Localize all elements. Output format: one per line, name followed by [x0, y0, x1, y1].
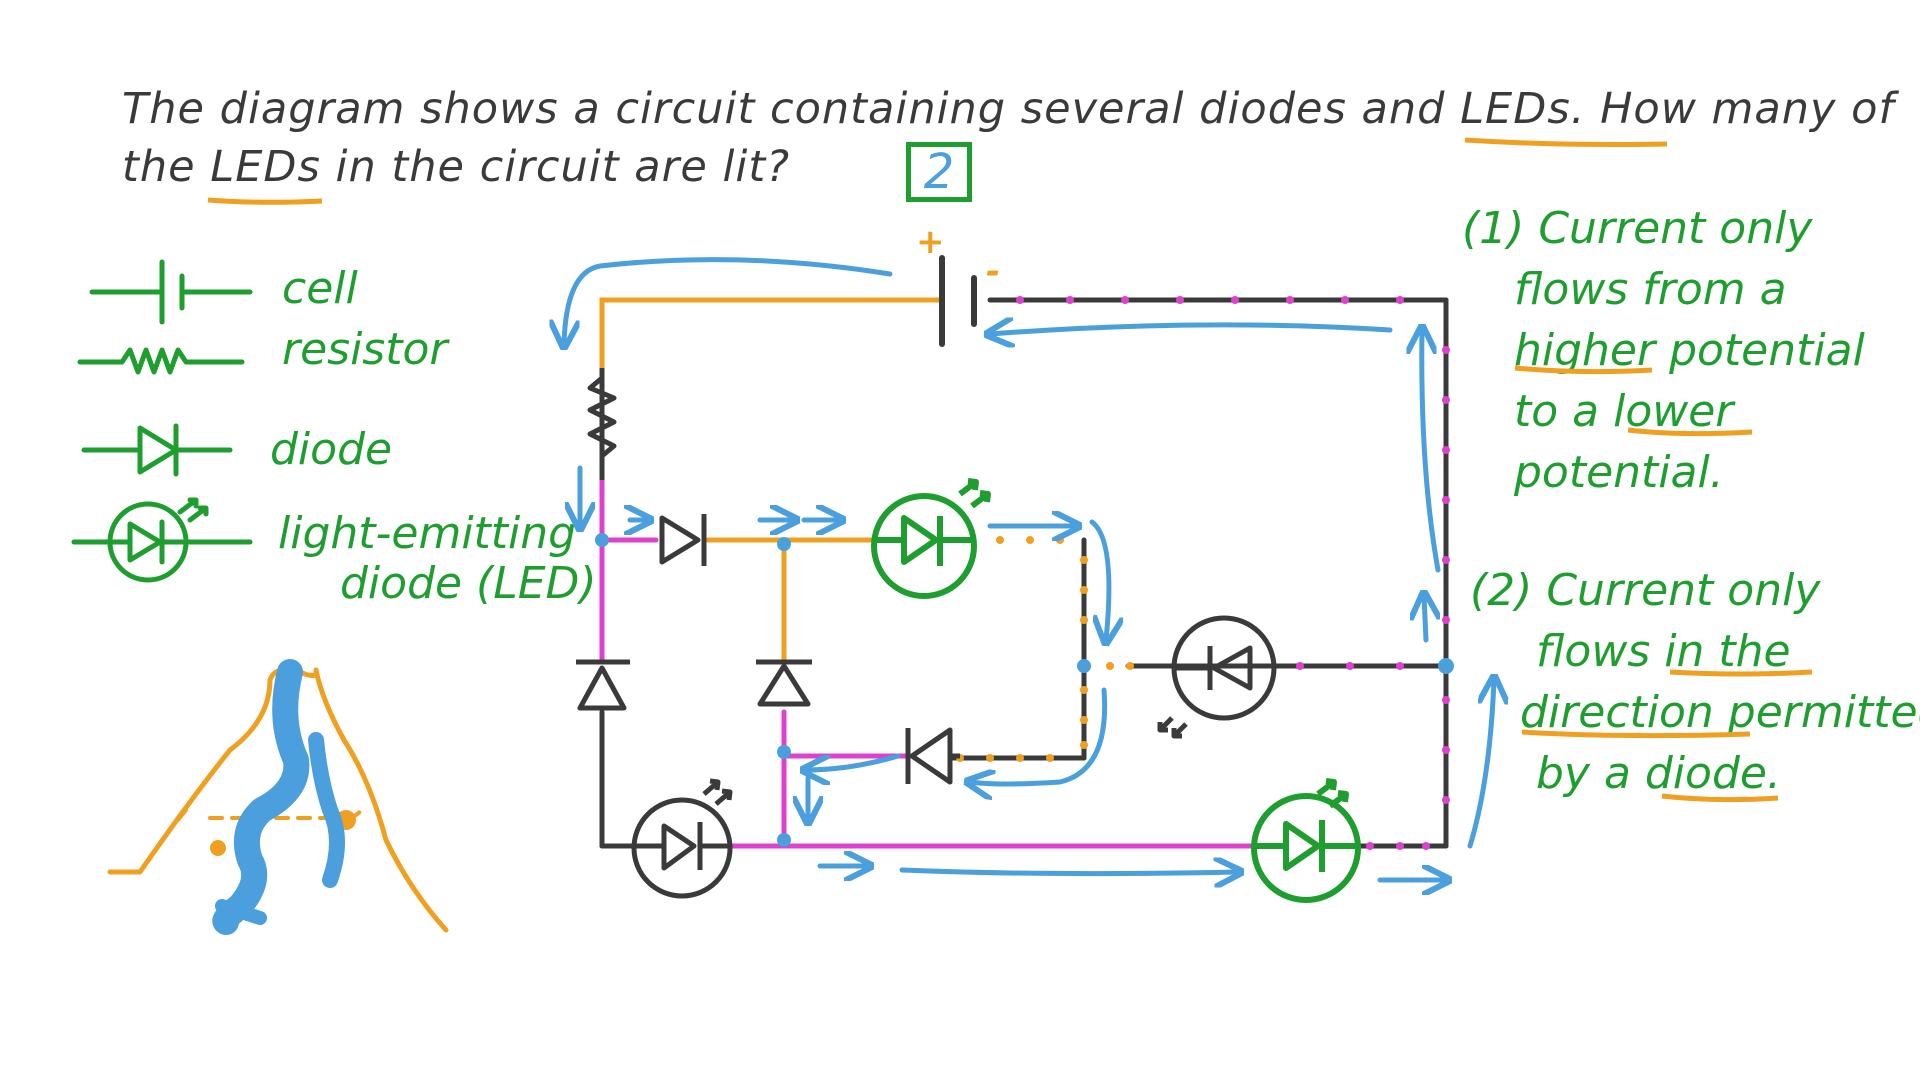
- high-potential-wires: [599, 297, 941, 665]
- answer-box: 2: [906, 142, 972, 202]
- note-2-line-1: (2) Current only: [1470, 565, 1821, 616]
- underline-lower: [1627, 427, 1753, 437]
- note-1-line-3: higher potential: [1514, 325, 1865, 376]
- led-top-lit: [871, 478, 991, 599]
- legend-label-resistor: resistor: [282, 324, 448, 375]
- battery-minus-label: -: [986, 252, 1001, 292]
- note-1-line-5: potential.: [1514, 447, 1724, 498]
- wire-dots: [956, 296, 1450, 850]
- note-1-line-4: to a lower: [1514, 386, 1734, 437]
- legend-label-diode: diode: [270, 424, 393, 475]
- resistor: [587, 368, 617, 480]
- underline-diode: [1661, 793, 1779, 803]
- note-1-line-2: flows from a: [1514, 264, 1787, 315]
- potential-mountain-sketch: [107, 659, 449, 935]
- underline-how-many: [1464, 137, 1668, 147]
- legend-resistor-symbol: [77, 347, 245, 375]
- battery: [939, 255, 977, 347]
- legend-label-led-1: light-emitting: [278, 508, 577, 559]
- underline-higher: [1514, 365, 1653, 375]
- underline-direction: [1521, 729, 1751, 739]
- led-bottom-left-unlit: [631, 778, 733, 899]
- diode-top: [659, 514, 707, 566]
- diode-left-vertical: [576, 659, 630, 711]
- current-flow-arrows: [564, 257, 1494, 880]
- legend-label-cell: cell: [282, 263, 358, 314]
- diode-middle-reverse: [905, 727, 960, 785]
- underline-leds: [207, 197, 323, 205]
- note-2-line-3: direction permitted: [1520, 687, 1920, 738]
- circuit-wires: [599, 297, 1449, 849]
- underline-in-the: [1669, 669, 1813, 677]
- legend-label-led-2: diode (LED): [340, 558, 597, 609]
- question-line-1: The diagram shows a circuit containing s…: [122, 84, 1895, 134]
- led-bottom-right-lit: [1251, 778, 1361, 903]
- led-middle-right-unlit: [1157, 615, 1277, 739]
- legend-led-symbol: [71, 497, 253, 583]
- note-2-line-4: by a diode.: [1536, 748, 1781, 799]
- question-line-2: the LEDs in the circuit are lit?: [122, 142, 791, 192]
- battery-plus-label: +: [916, 222, 945, 262]
- legend-cell-symbol: [89, 259, 253, 325]
- note-2: (2) Current only flows in the direction …: [1470, 560, 1920, 804]
- note-2-line-2: flows in the: [1536, 626, 1791, 677]
- note-1: (1) Current only flows from a higher pot…: [1462, 198, 1865, 503]
- legend-diode-symbol: [81, 423, 233, 477]
- note-1-line-1: (1) Current only: [1462, 203, 1813, 254]
- junction-nodes: [595, 533, 1454, 847]
- diode-middle-vertical: [756, 659, 812, 707]
